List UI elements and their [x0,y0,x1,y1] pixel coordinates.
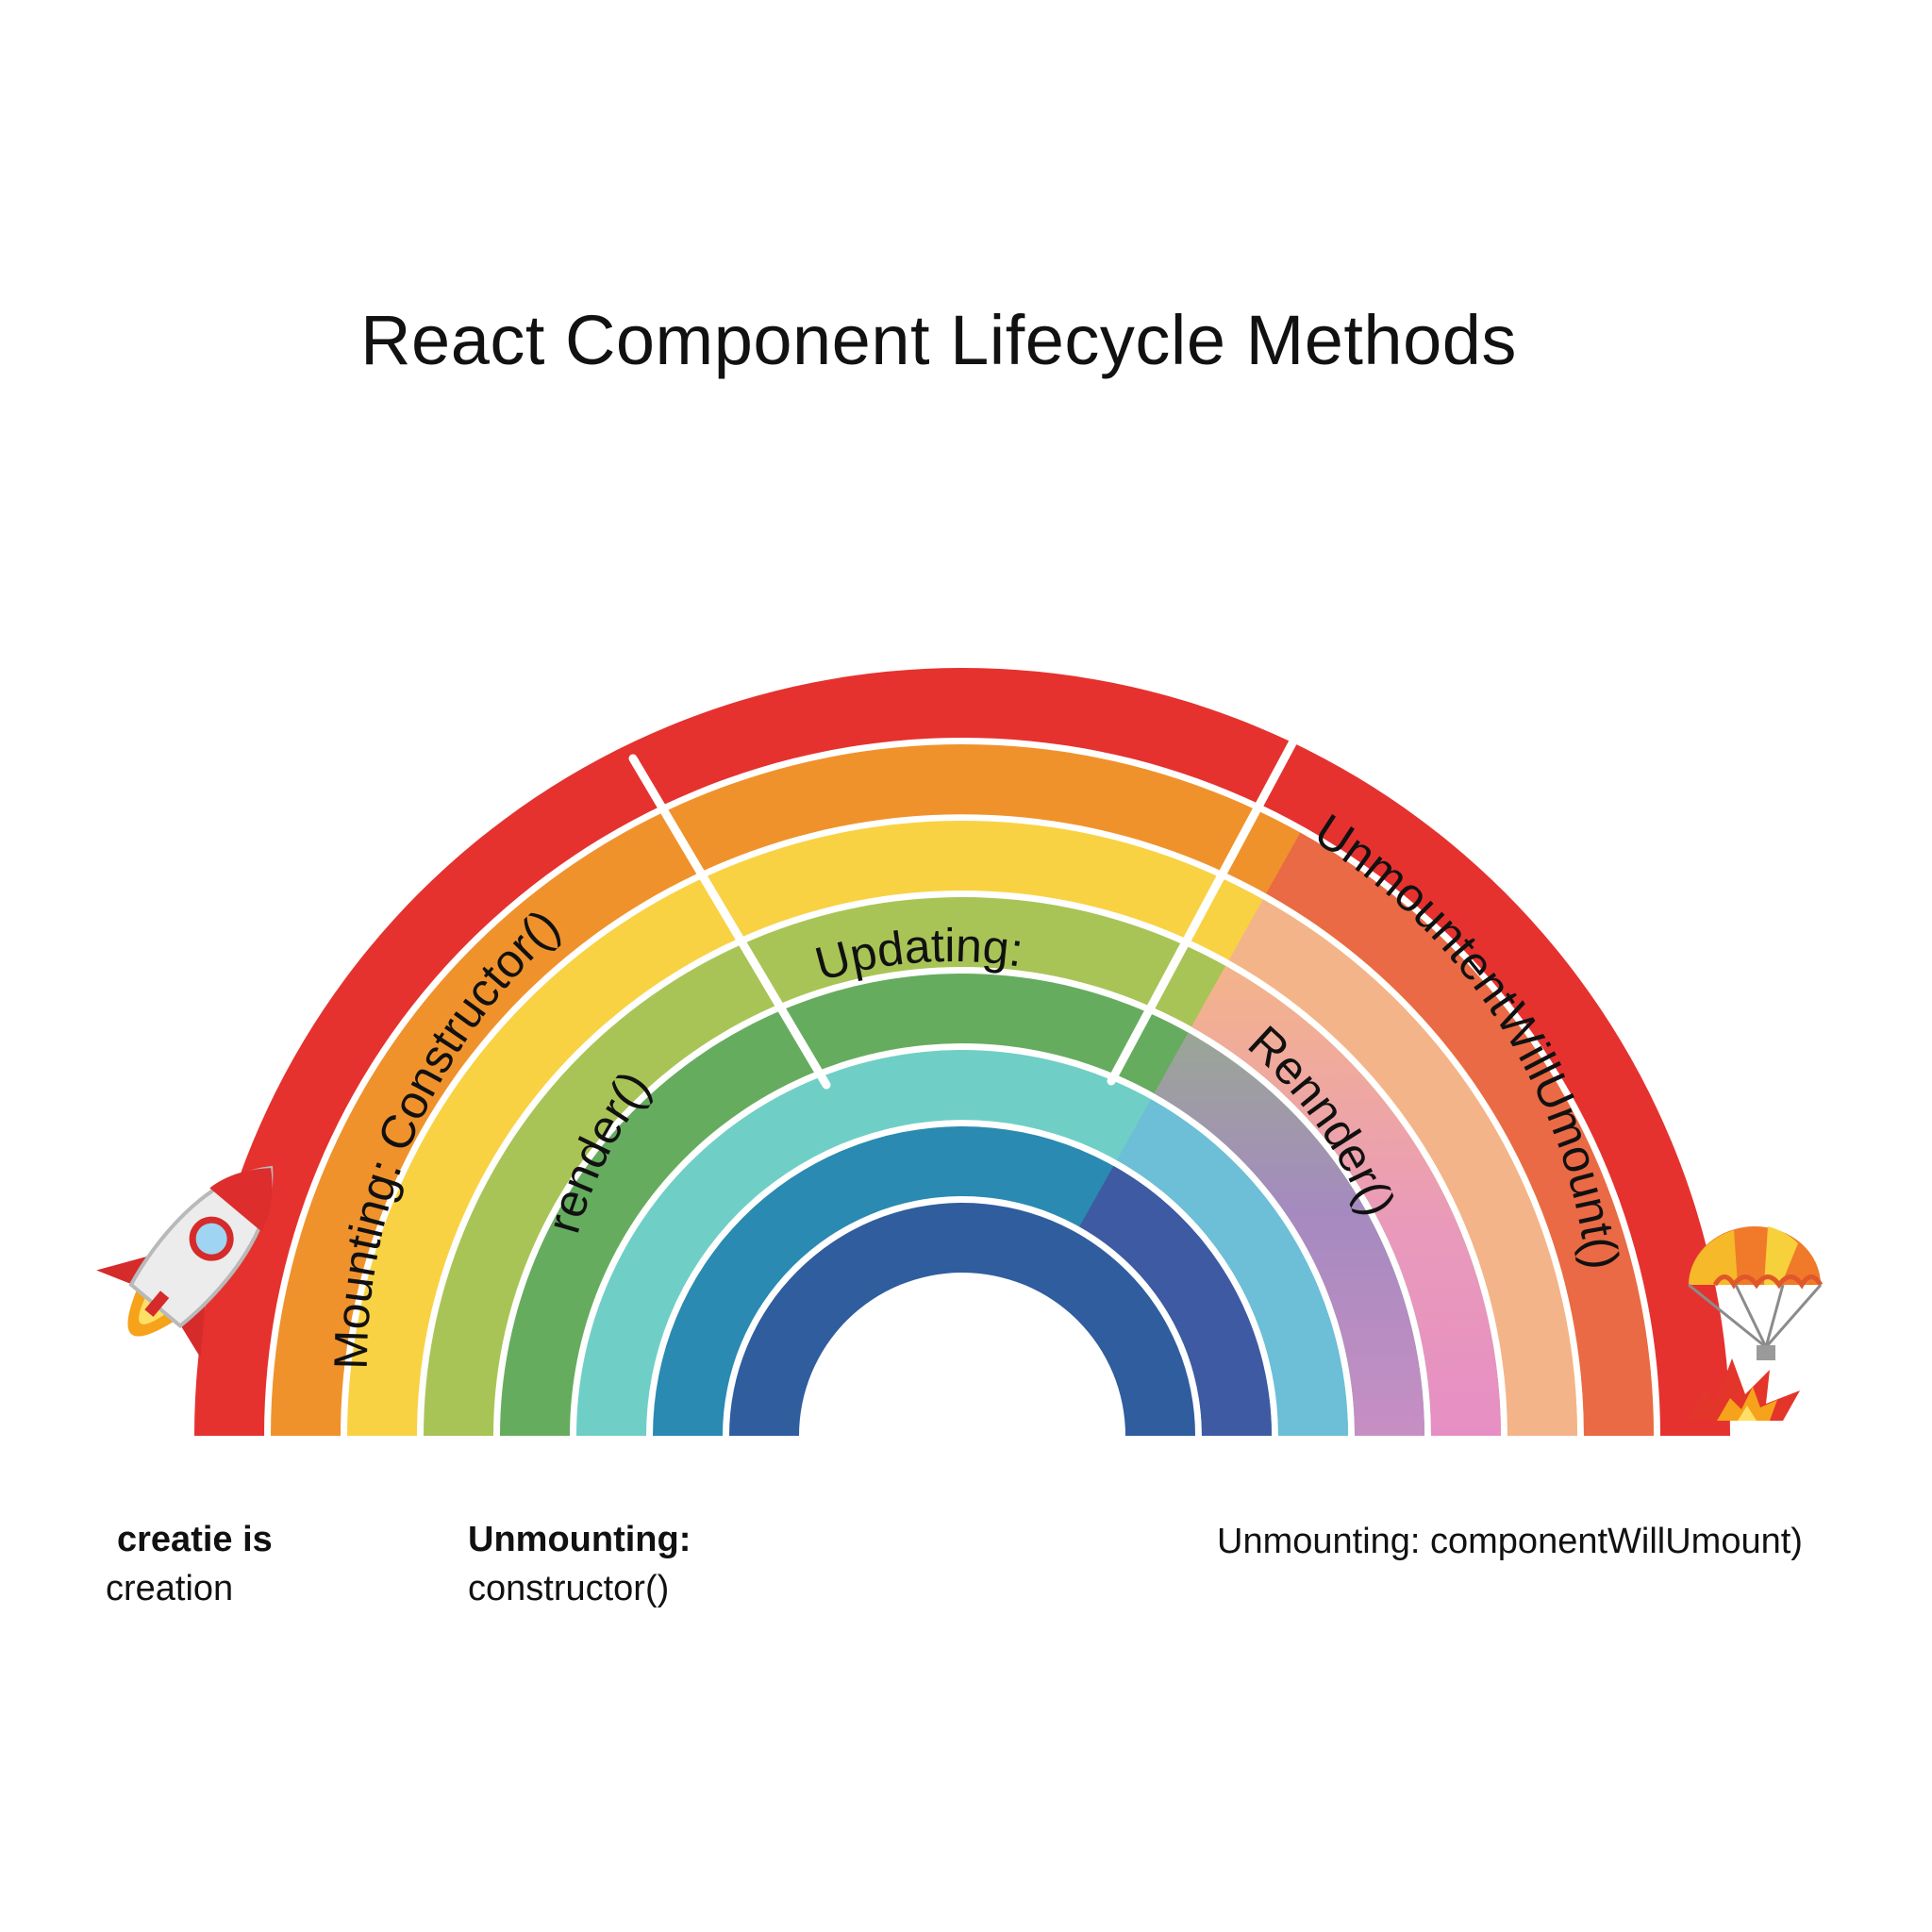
caption-unmounting-line1: Unmounting: [468,1520,691,1559]
caption-unmounting-willunmount: Unmounting: componentWillUmount) [1217,1517,1803,1566]
caption-unmounting-constructor: Unmounting: constructor() [468,1515,691,1613]
caption-creation: creatie is creation [106,1515,273,1613]
right-band-4 [1154,1032,1424,1436]
right-band-5 [1116,1099,1348,1436]
caption-right-line: Unmounting: componentWillUmount) [1217,1522,1803,1561]
divider-left [628,754,831,1090]
caption-unmounting-line2: constructor() [468,1569,670,1608]
parachute-icon [1688,1226,1824,1360]
right-rainbow-overlay [1079,832,1654,1436]
rocket-icon [96,1165,274,1358]
page-title: React Component Lifecycle Methods [360,301,1517,379]
caption-creation-line1: creatie is [117,1520,273,1559]
explosion-icon [1689,1358,1800,1421]
right-band-1 [1266,832,1654,1436]
right-band-6 [1079,1165,1272,1436]
band-navy [729,1203,1195,1436]
caption-creation-line2: creation [106,1569,234,1608]
right-band-2 [1228,899,1577,1436]
divider-right [1107,735,1299,1086]
segment-dividers [628,735,1299,1090]
right-band-3 [1191,965,1501,1436]
